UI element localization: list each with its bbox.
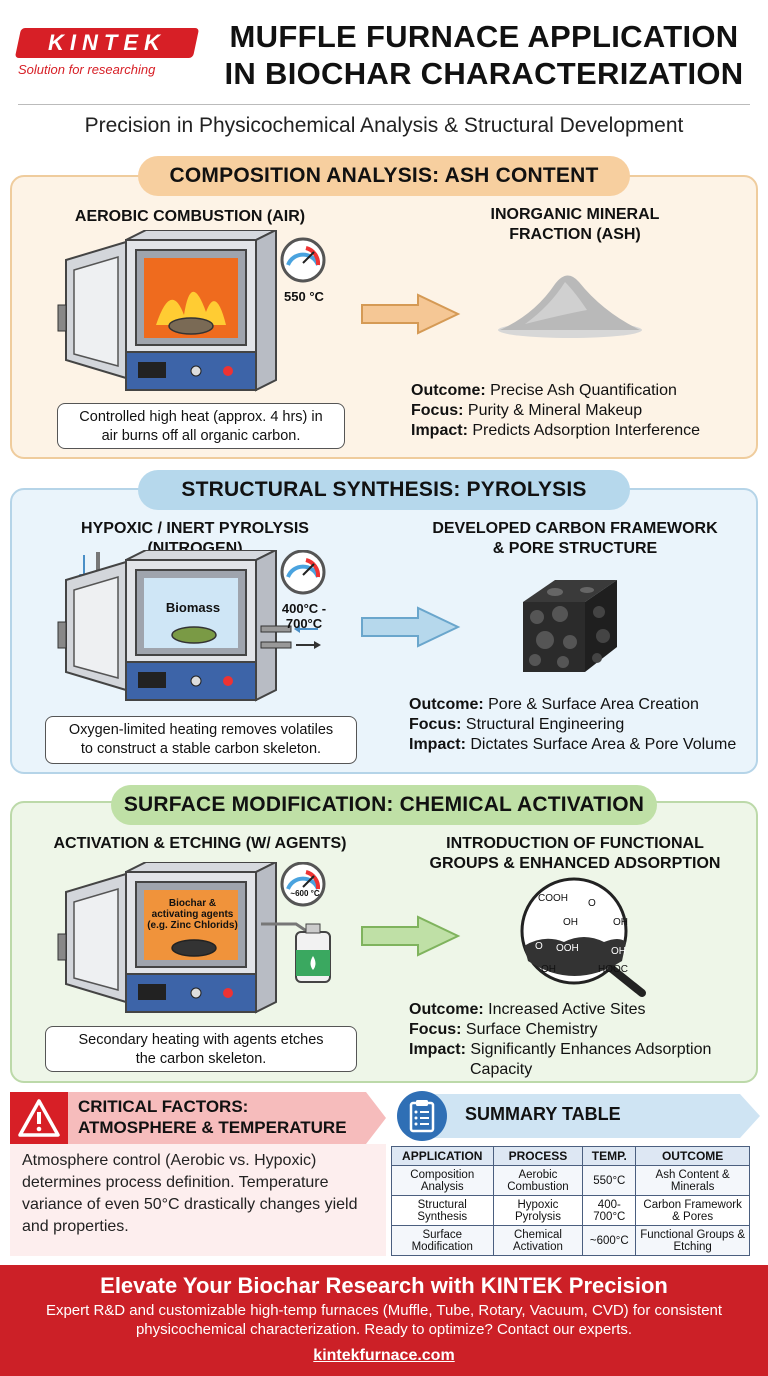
table-header: OUTCOME [635,1146,750,1166]
table-cell: Ash Content & Minerals [635,1165,750,1196]
warning-icon [18,1099,60,1137]
table-cell: Surface Modification [391,1225,494,1256]
page-title-line1: MUFFLE FURNACE APPLICATION [229,19,739,54]
functional-groups-magnifier-illustration [520,877,646,997]
muffle-furnace-nitrogen-illustration [57,550,326,702]
critical-factors-title: CRITICAL FACTORS: ATMOSPHERE & TEMPERATU… [78,1097,347,1137]
ash-process-note: Controlled high heat (approx. 4 hrs) in … [57,403,345,449]
website-link[interactable]: kintekfurnace.com [313,1347,455,1364]
aerobic-combustion-heading: AEROBIC COMBUSTION (AIR) [74,208,306,225]
group-label-3: O [588,898,596,909]
activation-sample-label: Biochar & activating agents (e.g. Zinc C… [147,898,238,931]
pyrolysis-section-title: STRUCTURAL SYNTHESIS: PYROLYSIS [138,470,630,510]
arrow-right-icon [361,606,461,648]
group-label-7: HOOC [598,964,628,975]
table-cell: Carbon Framework & Pores [635,1195,750,1226]
muffle-furnace-activation-illustration [57,862,331,1014]
table-header: TEMP. [582,1146,637,1166]
group-label-5: OOH [556,943,579,954]
ash-pile-illustration [498,275,642,338]
ash-outcomes: Outcome: Precise Ash Quantification Focu… [411,382,701,439]
pyrolysis-temperature-label: 400°C - 700°C [281,601,327,631]
chemical-activation-section-title: SURFACE MODIFICATION: CHEMICAL ACTIVATIO… [111,785,657,825]
arrow-right-icon [361,293,461,335]
group-label-6: OH [611,946,626,957]
arrow-right-icon [361,915,461,957]
table-cell: Functional Groups & Etching [635,1225,750,1256]
table-row: Structural Synthesis Hypoxic Pyrolysis 4… [391,1195,750,1226]
summary-table-banner [422,1094,760,1138]
group-label-9: O [535,941,543,952]
porous-carbon-cube-illustration [523,580,617,672]
header-divider [18,104,750,105]
mineral-fraction-heading: INORGANIC MINERAL FRACTION (ASH) [490,206,660,243]
group-label-1: COOH [538,893,568,904]
table-row: Surface Modification Chemical Activation… [391,1225,750,1256]
ash-content-section-title: COMPOSITION ANALYSIS: ASH CONTENT [138,156,630,196]
pyrolysis-process-note: Oxygen-limited heating removes volatiles… [45,716,357,764]
summary-table: APPLICATION PROCESS TEMP. OUTCOME Compos… [391,1146,750,1256]
footer-title: Elevate Your Biochar Research with KINTE… [100,1273,668,1298]
kintek-logo: KINTEK [48,30,166,55]
page-title-line2: IN BIOCHAR CHARACTERIZATION [224,56,744,91]
activation-process-note: Secondary heating with agents etches the… [45,1026,357,1072]
page-title: MUFFLE FURNACE APPLICATION IN BIOCHAR CH… [214,18,754,92]
group-label-2: OH [563,917,578,928]
table-row: Composition Analysis Aerobic Combustion … [391,1165,750,1196]
biomass-label: Biomass [165,600,221,615]
table-cell: 400-700°C [582,1195,637,1226]
table-cell: ~600°C [582,1225,637,1256]
table-cell: Composition Analysis [391,1165,494,1196]
table-cell: Aerobic Combustion [492,1165,584,1196]
page-subtitle: Precision in Physicochemical Analysis & … [84,114,684,137]
functional-groups-heading: INTRODUCTION OF FUNCTIONAL GROUPS & ENHA… [429,835,721,872]
group-label-4: OH [613,917,628,928]
summary-table-title: SUMMARY TABLE [465,1104,621,1124]
table-cell: 550°C [582,1165,637,1196]
table-cell: Chemical Activation [492,1225,584,1256]
table-header: PROCESS [492,1146,584,1166]
pyrolysis-outcomes: Outcome: Pore & Surface Area Creation Fo… [409,696,737,753]
logo-tagline: Solution for researching [18,62,156,77]
activation-outcomes: Outcome: Increased Active Sites Focus: S… [409,1001,712,1078]
activation-temperature-label: ~600 °C [290,889,320,898]
critical-factors-body [10,1144,386,1256]
footer-body: Expert R&D and customizable high-temp fu… [45,1302,723,1338]
activation-etching-heading: ACTIVATION & ETCHING (W/ AGENTS) [53,835,347,852]
table-cell: Structural Synthesis [391,1195,494,1226]
clipboard-icon [397,1091,447,1141]
carbon-framework-heading: DEVELOPED CARBON FRAMEWORK & PORE STRUCT… [432,520,718,557]
muffle-furnace-air-illustration [57,230,326,392]
table-cell: Hypoxic Pyrolysis [492,1195,584,1226]
group-label-8: OH [541,964,556,975]
ash-temperature-label: 550 °C [284,289,324,304]
critical-factors-text: Atmosphere control (Aerobic vs. Hypoxic)… [22,1152,358,1235]
footer-banner [0,1265,768,1376]
table-header: APPLICATION [391,1146,494,1166]
